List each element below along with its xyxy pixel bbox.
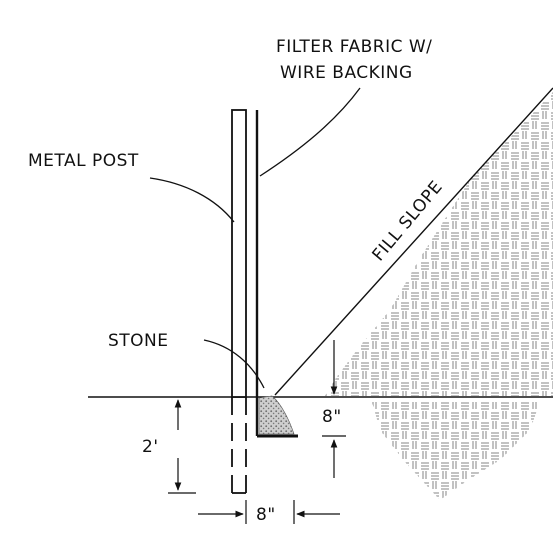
width-dimension-label: 8"	[256, 505, 276, 525]
metal-post-label: METAL POST	[28, 151, 139, 171]
filter-fabric-label-line2: WIRE BACKING	[280, 63, 413, 83]
metal-post	[231, 109, 247, 398]
metal-post-embedded	[231, 397, 247, 494]
fill-slope-hatch	[325, 92, 553, 396]
stone-leader	[203, 339, 265, 389]
width-dimension	[198, 500, 340, 524]
fill-slope-line	[274, 87, 553, 396]
stone-backfill	[258, 395, 295, 435]
embed-dimension-label: 2'	[142, 437, 159, 457]
metal-post-leader	[149, 177, 235, 223]
embed-dimension	[168, 399, 196, 494]
filter-fabric-label-line1: FILTER FABRIC W/	[276, 37, 432, 57]
native-soil-hatch	[372, 402, 540, 500]
stone-label: STONE	[108, 331, 169, 351]
depth-dimension-label: 8"	[322, 407, 342, 427]
filter-fabric-leader	[259, 87, 361, 177]
depth-dimension	[322, 340, 346, 478]
